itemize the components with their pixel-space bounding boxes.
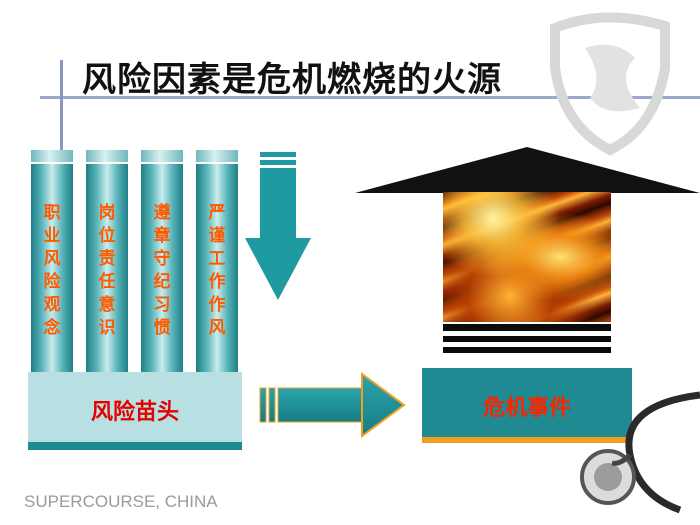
pillar-label: 遵章守纪习惯 [153,203,171,338]
pillar-body [196,164,238,375]
pillar-1: 职业风险观念 [31,150,73,375]
roof-icon [355,147,700,193]
watermark-logo [550,12,670,156]
stethoscope-icon [580,391,700,514]
header-vertical-bar [60,60,63,156]
crisis-event-label: 危机事件 [482,396,571,421]
pillar-body [31,164,73,375]
base-stripe-3 [443,347,611,353]
footer-brand: SUPERCOURSE, CHINA [24,492,218,511]
risk-sign-box: 风险苗头 [28,372,242,450]
pillar-4: 严谨工作作风 [196,150,238,375]
pillar-cap [196,150,238,162]
pillar-body [141,164,183,375]
pillar-cap [141,150,183,162]
header-rule [40,96,700,99]
base-stripe-2 [443,336,611,342]
pillar-cap [86,150,128,162]
pillar-body [86,164,128,375]
right-arrow-icon [259,372,406,438]
crisis-event-box: 危机事件 [422,368,632,443]
fire-image [443,192,611,322]
down-arrow-icon [245,152,311,300]
page-title: 风险因素是危机燃烧的火源 [82,60,502,100]
pillar-label: 岗位责任意识 [98,203,116,338]
pillar-label: 职业风险观念 [43,203,61,338]
risk-sign-label: 风险苗头 [90,400,179,425]
base-stripe-1 [443,324,611,331]
pillar-3: 遵章守纪习惯 [141,150,183,375]
pillar-2: 岗位责任意识 [86,150,128,375]
pillar-cap [31,150,73,162]
pillar-label: 严谨工作作风 [208,203,226,338]
